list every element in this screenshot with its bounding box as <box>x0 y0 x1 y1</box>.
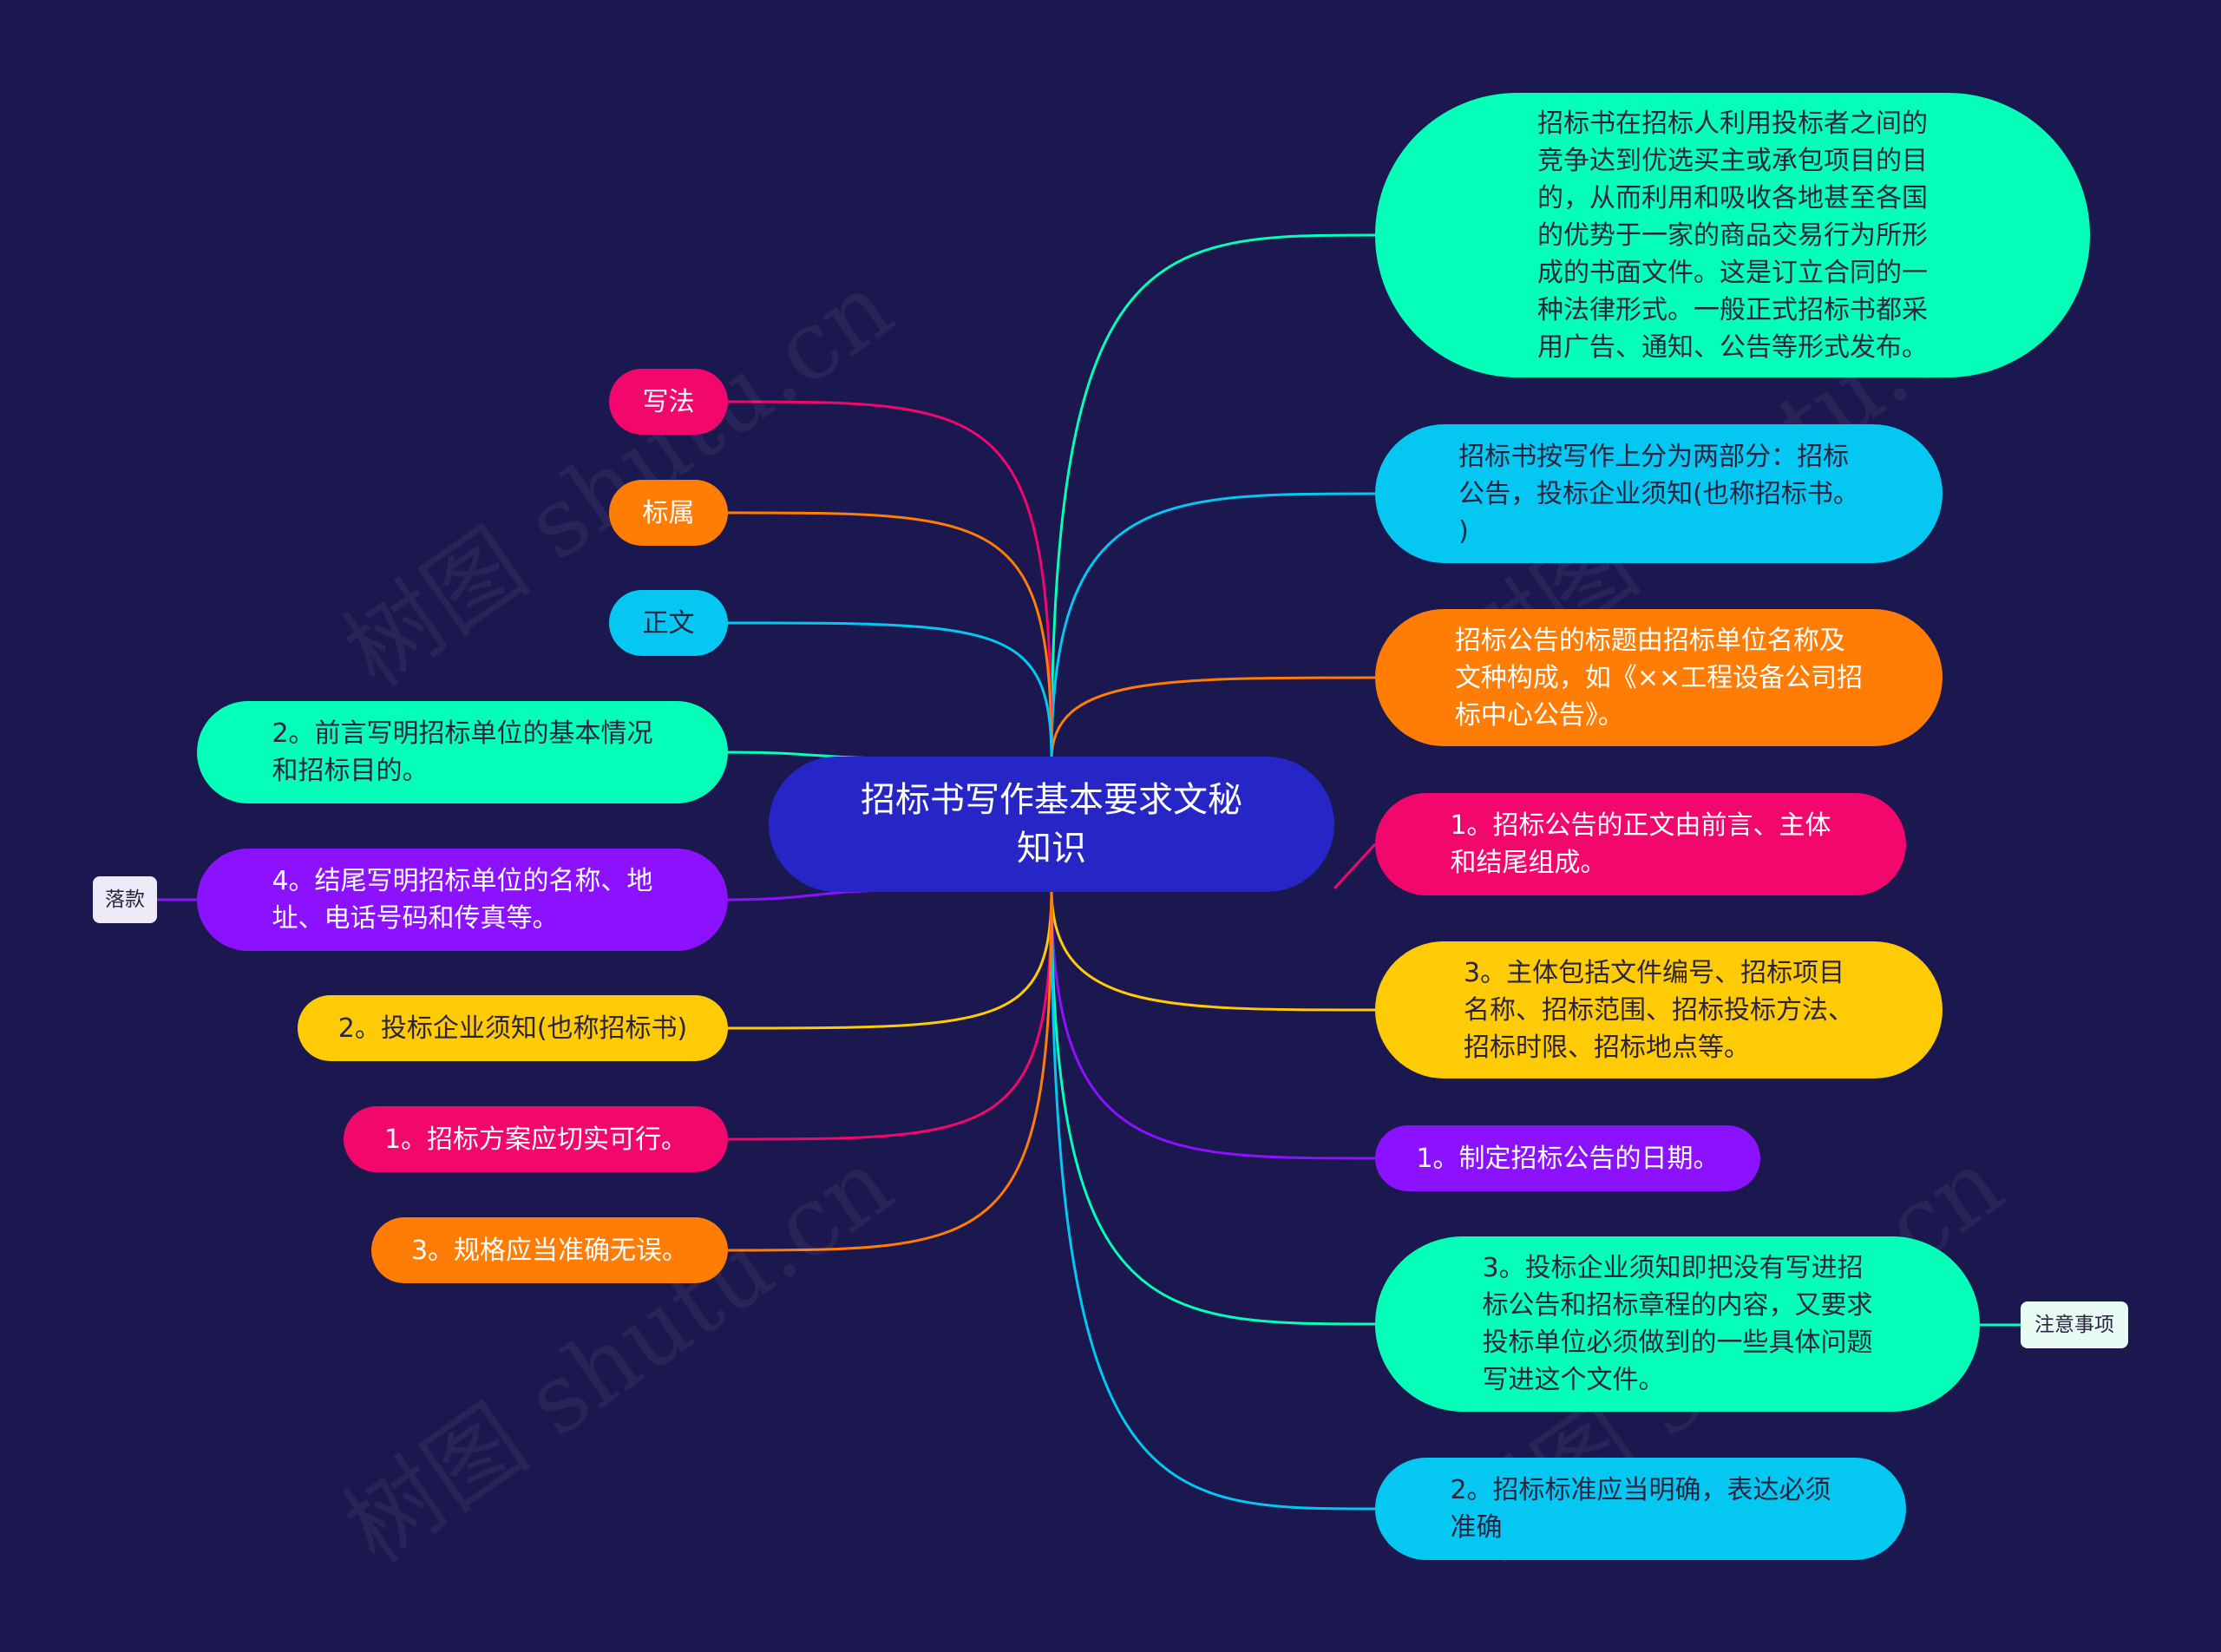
branch-text: 3。主体包括文件编号、招标项目 名称、招标范围、招标投标方法、 招标时限、招标地… <box>1464 957 1854 1063</box>
branch-node-left-6[interactable]: 2。投标企业须知(也称招标书) <box>298 995 728 1061</box>
branch-node-right-6[interactable]: 1。制定招标公告的日期。 <box>1375 1125 1760 1191</box>
connector-line <box>1050 888 1376 1160</box>
connector-line <box>727 888 1053 1030</box>
root-node[interactable]: 招标书写作基本要求文秘知识 <box>769 757 1334 892</box>
branch-text: 招标公告的标题由招标单位名称及 文种构成，如《××工程设备公司招 标中心公告》。 <box>1454 625 1864 731</box>
branch-node-right-5[interactable]: 3。主体包括文件编号、招标项目 名称、招标范围、招标投标方法、 招标时限、招标地… <box>1375 941 1943 1078</box>
branch-text: 标属 <box>642 497 695 528</box>
branch-text: 3。规格应当准确无误。 <box>410 1235 689 1266</box>
branch-text: 2。投标企业须知(也称招标书) <box>337 1013 688 1044</box>
branch-text: 1。招标公告的正文由前言、主体 和结尾组成。 <box>1450 810 1831 878</box>
connector-line <box>1050 888 1376 1012</box>
branch-text: 1。招标方案应切实可行。 <box>383 1124 688 1155</box>
branch-node-left-1[interactable]: 写法 <box>609 369 728 435</box>
branch-text: 招标书在招标人利用投标者之间的 竞争达到优选买主或承包项目的目 的，从而利用和吸… <box>1537 108 1928 363</box>
branch-node-right-2[interactable]: 招标书按写作上分为两部分：招标 公告，投标企业须知(也称招标书。 ) <box>1375 424 1943 563</box>
connector-line <box>727 888 1053 1252</box>
connector-line <box>1050 676 1376 761</box>
note-tag-precautions[interactable]: 注意事项 <box>2021 1301 2128 1348</box>
branch-text: 写法 <box>642 386 695 417</box>
branch-text: 1。制定招标公告的日期。 <box>1416 1143 1720 1174</box>
branch-node-left-3[interactable]: 正文 <box>609 590 728 656</box>
branch-text: 2。招标标准应当明确，表达必须 准确 <box>1450 1475 1831 1543</box>
branch-text: 3。投标企业须知即把没有写进招 标公告和招标章程的内容，又要求 投标单位必须做到… <box>1482 1253 1873 1395</box>
branch-node-right-4[interactable]: 1。招标公告的正文由前言、主体 和结尾组成。 <box>1375 793 1906 895</box>
note-tag-signature[interactable]: 落款 <box>93 876 157 923</box>
note-tag-label: 落款 <box>105 888 145 911</box>
connector-line <box>1333 842 1377 890</box>
connector-line <box>1050 492 1376 761</box>
branch-text: 2。前言写明招标单位的基本情况 和招标目的。 <box>272 718 653 786</box>
branch-node-left-5[interactable]: 4。结尾写明招标单位的名称、地 址、电话号码和传真等。 <box>197 849 728 951</box>
connector-line <box>1050 888 1376 1326</box>
connector-line <box>1050 888 1376 1511</box>
branch-text: 4。结尾写明招标单位的名称、地 址、电话号码和传真等。 <box>272 866 653 934</box>
connector-line <box>727 511 1053 761</box>
branch-text: 正文 <box>642 607 695 639</box>
branch-node-right-8[interactable]: 2。招标标准应当明确，表达必须 准确 <box>1375 1458 1906 1560</box>
note-tag-label: 注意事项 <box>2034 1313 2114 1336</box>
branch-node-right-3[interactable]: 招标公告的标题由招标单位名称及 文种构成，如《××工程设备公司招 标中心公告》。 <box>1375 609 1943 746</box>
branch-node-right-1[interactable]: 招标书在招标人利用投标者之间的 竞争达到优选买主或承包项目的目 的，从而利用和吸… <box>1375 93 2090 377</box>
branch-node-left-8[interactable]: 3。规格应当准确无误。 <box>371 1217 728 1283</box>
branch-node-left-2[interactable]: 标属 <box>609 480 728 546</box>
root-title-line-1: 招标书写作基本要求文秘 <box>861 780 1242 820</box>
connector-line <box>1050 233 1376 761</box>
root-title-line-2: 知识 <box>1017 829 1086 869</box>
branch-node-left-4[interactable]: 2。前言写明招标单位的基本情况 和招标目的。 <box>197 701 728 803</box>
branch-node-right-7[interactable]: 3。投标企业须知即把没有写进招 标公告和招标章程的内容，又要求 投标单位必须做到… <box>1375 1236 1980 1412</box>
connector-line <box>727 621 1053 761</box>
branch-text: 招标书按写作上分为两部分：招标 公告，投标企业须知(也称招标书。 ) <box>1458 441 1859 547</box>
branch-node-left-7[interactable]: 1。招标方案应切实可行。 <box>344 1106 728 1172</box>
connector-line <box>727 888 1053 1141</box>
connector-line <box>727 400 1053 761</box>
